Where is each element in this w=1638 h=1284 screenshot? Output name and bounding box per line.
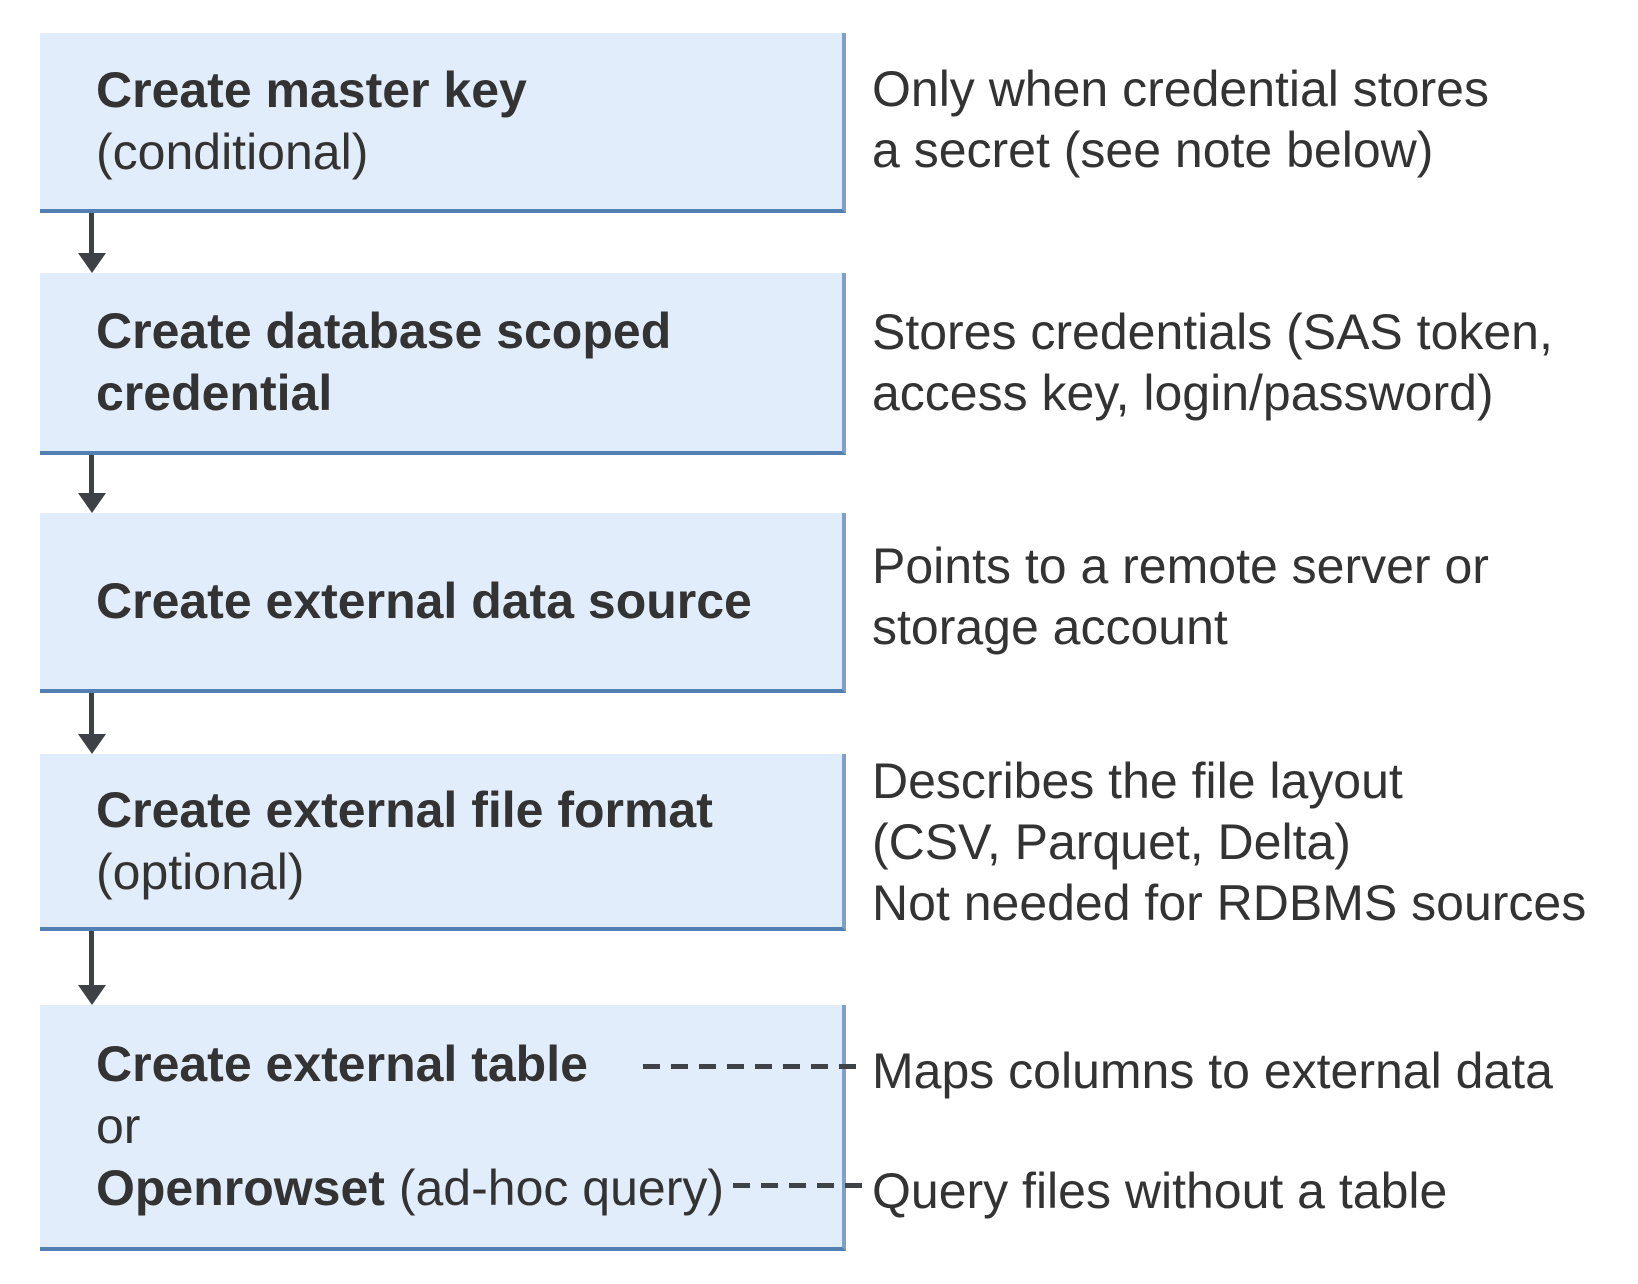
- note-external-table: Maps columns to external data: [872, 1041, 1553, 1102]
- arrow-down-icon: [78, 455, 106, 513]
- arrow-head: [78, 253, 106, 273]
- arrow-head: [78, 734, 106, 754]
- step-title: Create master key: [96, 62, 527, 118]
- step-title: Create database scoped credential: [96, 303, 672, 421]
- note-database-scoped-credential: Stores credentials (SAS token, access ke…: [872, 302, 1553, 424]
- step-title-option2-rest: (ad-hoc query): [384, 1160, 724, 1216]
- arrow-head: [78, 493, 106, 513]
- step-box-create-master-key: Create master key (conditional): [40, 33, 846, 213]
- note-line: Only when credential stores: [872, 61, 1489, 117]
- note-line: access key, login/password): [872, 365, 1494, 421]
- note-line: Maps columns to external data: [872, 1043, 1553, 1099]
- arrow-stem: [89, 693, 94, 735]
- dashed-connector: [643, 1064, 863, 1069]
- note-line: Stores credentials (SAS token,: [872, 304, 1553, 360]
- note-line: Query files without a table: [872, 1163, 1448, 1219]
- note-line: a secret (see note below): [872, 122, 1434, 178]
- step-box-create-external-data-source: Create external data source: [40, 513, 846, 693]
- arrow-stem: [89, 455, 94, 494]
- step-subtitle: (optional): [96, 843, 305, 900]
- arrow-down-icon: [78, 213, 106, 273]
- dashed-connector: [733, 1183, 863, 1188]
- arrow-stem: [89, 931, 94, 986]
- step-title: Create external data source: [96, 573, 752, 629]
- step-subtitle: (conditional): [96, 124, 369, 180]
- step-box-create-external-table-or-openrowset: Create external table or Openrowset (ad-…: [40, 1005, 846, 1251]
- step-title-option2: Openrowset (ad-hoc query): [96, 1157, 842, 1219]
- step-title: Create external file format: [96, 781, 713, 838]
- arrow-head: [78, 985, 106, 1005]
- step-title-option1: Create external table: [96, 1036, 588, 1092]
- note-external-file-format: Describes the file layout (CSV, Parquet,…: [872, 751, 1586, 934]
- note-line: Points to a remote server or: [872, 538, 1489, 594]
- note-external-data-source: Points to a remote server or storage acc…: [872, 536, 1489, 658]
- note-line: Not needed for RDBMS sources: [872, 875, 1587, 931]
- step-box-create-external-file-format: Create external file format (optional): [40, 754, 846, 931]
- step-or-label: or: [96, 1098, 141, 1154]
- note-line: Describes the file layout: [872, 753, 1403, 809]
- note-line: (CSV, Parquet, Delta): [872, 814, 1351, 870]
- note-openrowset: Query files without a table: [872, 1161, 1447, 1222]
- step-box-create-database-scoped-credential: Create database scoped credential: [40, 273, 846, 455]
- arrow-down-icon: [78, 693, 106, 754]
- note-line: storage account: [872, 599, 1228, 655]
- note-master-key: Only when credential stores a secret (se…: [872, 59, 1489, 181]
- arrow-down-icon: [78, 931, 106, 1005]
- arrow-stem: [89, 213, 94, 254]
- step-title-option2-bold: Openrowset: [96, 1160, 385, 1216]
